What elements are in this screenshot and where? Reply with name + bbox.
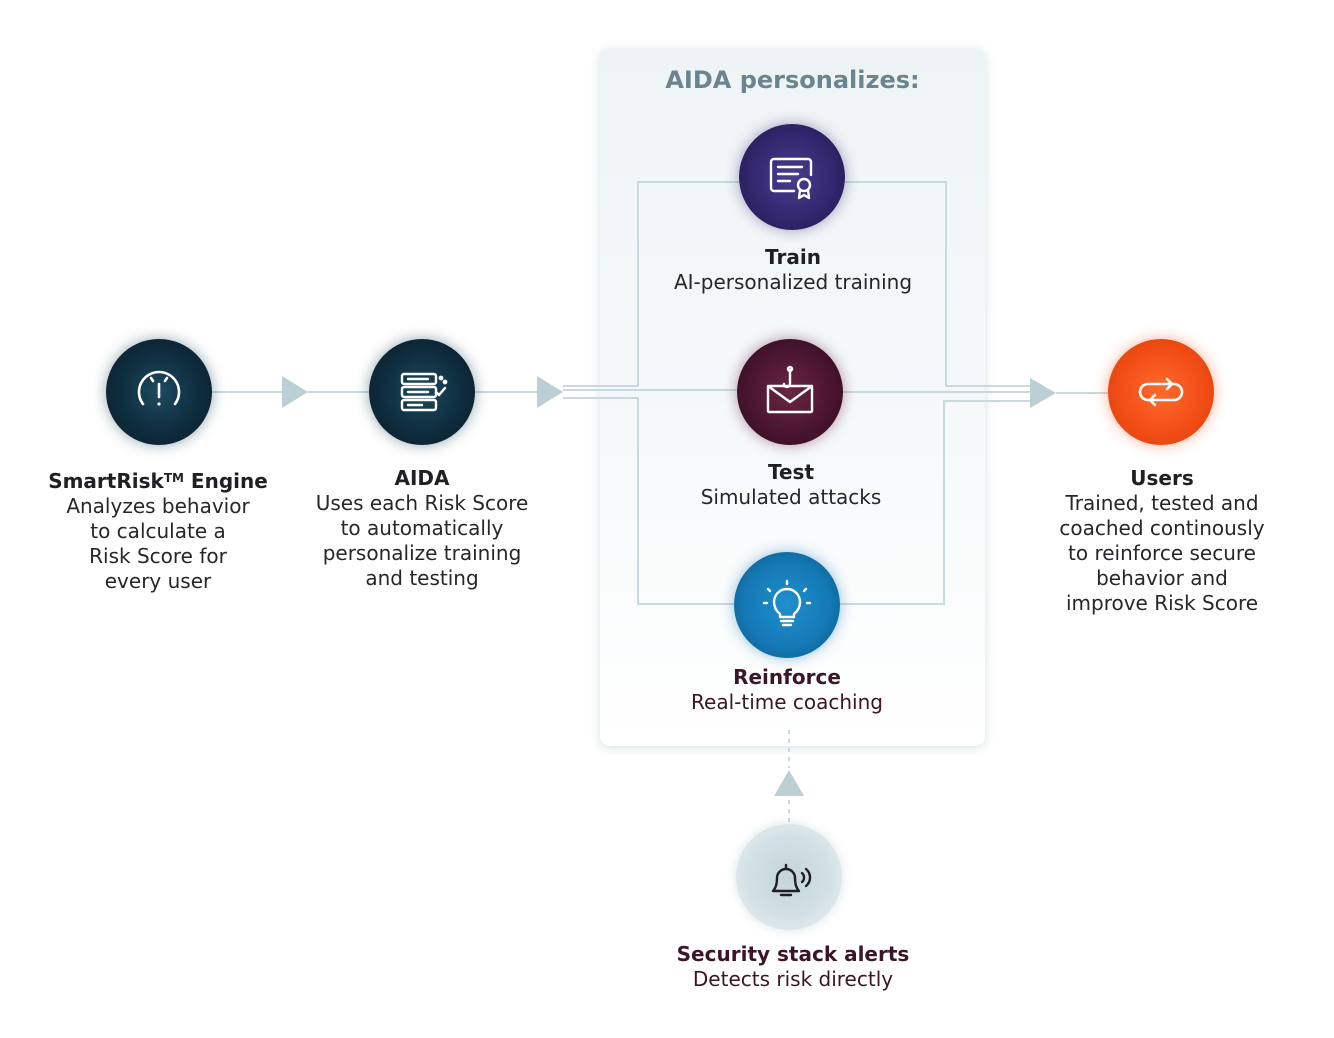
users-node (1108, 339, 1214, 445)
trademark-mark: TM (163, 471, 184, 485)
alerts-label: Security stack alerts Detects risk direc… (640, 942, 946, 992)
ai-list-icon (400, 372, 448, 412)
test-node (737, 339, 843, 445)
reinforce-desc-line: Real-time coaching (691, 690, 883, 714)
arrow-smartrisk-aida (282, 376, 308, 408)
arrow-aida-panel (537, 376, 563, 408)
aida-desc-line: personalize training (322, 541, 522, 565)
test-desc-line: Simulated attacks (700, 485, 882, 509)
aida-title: AIDA (394, 466, 450, 490)
connector-from-reinforce (840, 400, 1030, 605)
certificate-icon (769, 157, 813, 200)
arrow-alerts-up (774, 770, 804, 796)
aida-label: AIDA Uses each Risk Score to automatical… (296, 466, 548, 591)
smartrisk-desc-line: to calculate a (90, 519, 226, 543)
users-title: Users (1130, 466, 1194, 490)
smartrisk-title: SmartRiskTM Engine (48, 469, 268, 493)
alarm-bell-icon (771, 863, 812, 897)
aida-desc-line: and testing (365, 566, 479, 590)
aida-node (369, 339, 475, 445)
lightbulb-icon (762, 579, 812, 627)
reinforce-label: Reinforce Real-time coaching (640, 665, 934, 715)
alerts-desc-line: Detects risk directly (692, 967, 894, 991)
aida-desc-line: Uses each Risk Score (315, 491, 529, 515)
train-label: Train AI-personalized training (640, 245, 946, 295)
users-desc-line: coached continously (1059, 516, 1265, 540)
smartrisk-desc-line: every user (104, 569, 212, 593)
smartrisk-desc-line: Analyzes behavior (66, 494, 250, 518)
test-label: Test Simulated attacks (640, 460, 942, 510)
users-label: Users Trained, tested and coached contin… (1036, 466, 1288, 616)
users-desc-line: improve Risk Score (1065, 591, 1259, 615)
smartrisk-label: SmartRiskTM Engine Analyzes behavior to … (40, 466, 276, 594)
gauge-icon (137, 370, 181, 406)
connector-from-train (845, 181, 1030, 387)
phishing-envelope-icon (766, 365, 814, 414)
reinforce-node (734, 552, 840, 658)
connector-to-train (563, 181, 739, 387)
alerts-node (736, 824, 842, 930)
panel-title: AIDA personalizes: (665, 66, 920, 94)
users-desc-line: to reinforce secure (1068, 541, 1256, 565)
aida-desc-line: to automatically (340, 516, 504, 540)
train-title: Train (765, 245, 821, 269)
test-title: Test (767, 460, 814, 484)
train-node (739, 124, 845, 230)
cycle-arrows-icon (1138, 377, 1184, 407)
train-desc-line: AI-personalized training (673, 270, 913, 294)
users-desc-line: Trained, tested and (1065, 491, 1259, 515)
smartrisk-node (106, 339, 212, 445)
alerts-title: Security stack alerts (676, 942, 910, 966)
reinforce-title: Reinforce (733, 665, 841, 689)
users-desc-line: behavior and (1096, 566, 1228, 590)
arrow-panel-users (1030, 378, 1056, 408)
connector-to-reinforce (563, 397, 734, 605)
smartrisk-desc-line: Risk Score for (89, 544, 227, 568)
